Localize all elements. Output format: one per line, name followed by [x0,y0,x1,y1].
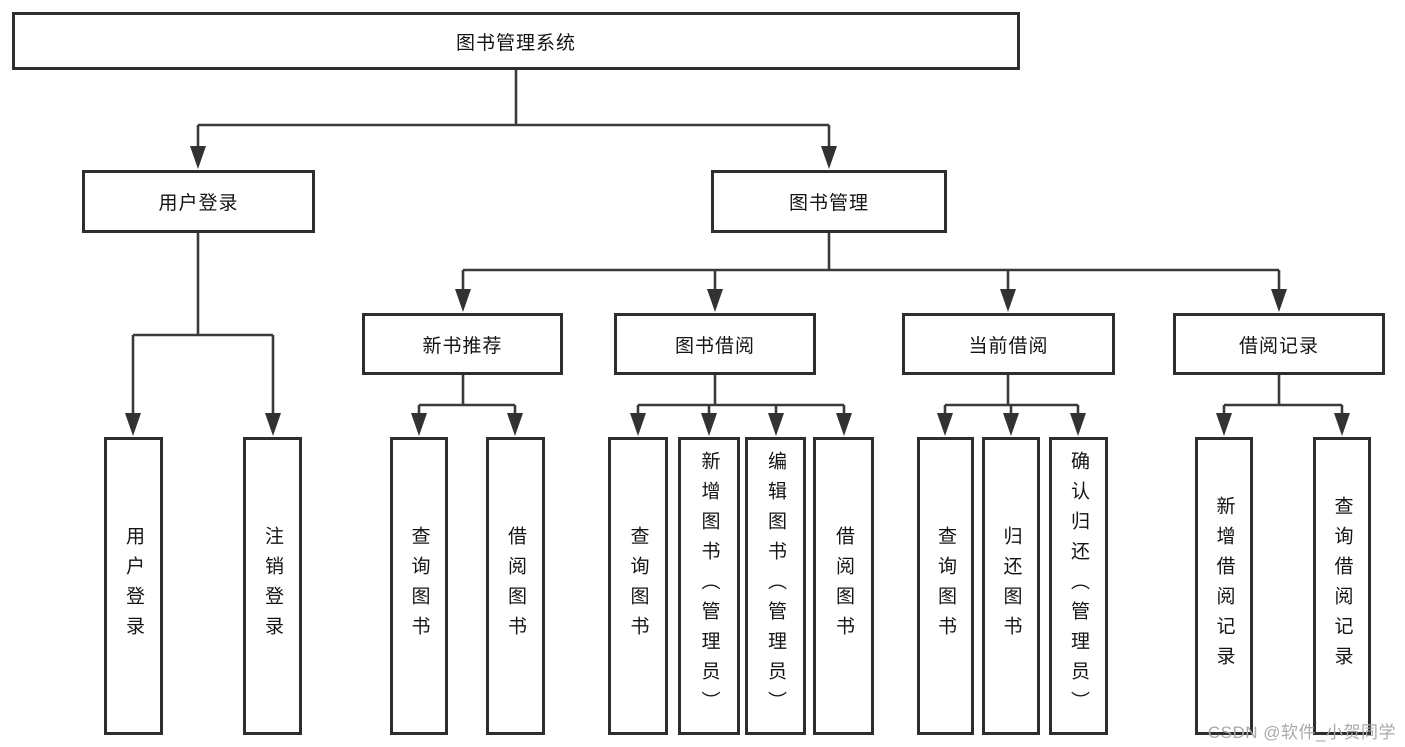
node-book-management: 图书管理 [711,170,947,233]
leaf-query-books-current: 查询图书 [917,437,974,735]
leaf-add-book-admin: 新增图书（管理员） [678,437,740,735]
csdn-watermark: CSDN @软件_小贺同学 [1207,723,1396,742]
leaf-borrow-books-recommend: 借阅图书 [486,437,545,735]
node-book-borrow: 图书借阅 [614,313,816,375]
leaf-logout: 注销登录 [243,437,302,735]
connector-paths [131,70,1344,418]
node-user-login: 用户登录 [82,170,315,233]
node-root-system: 图书管理系统 [12,12,1020,70]
leaf-query-books-borrow: 查询图书 [608,437,668,735]
leaf-borrow-books-borrow: 借阅图书 [813,437,874,735]
leaf-query-books-recommend: 查询图书 [390,437,448,735]
leaf-add-borrow-record: 新增借阅记录 [1195,437,1253,735]
node-new-book-recommend: 新书推荐 [362,313,563,375]
node-borrow-records: 借阅记录 [1173,313,1385,375]
leaf-edit-book-admin: 编辑图书（管理员） [745,437,806,735]
leaf-return-books: 归还图书 [982,437,1040,735]
leaf-confirm-return-admin: 确认归还（管理员） [1049,437,1108,735]
node-current-borrow: 当前借阅 [902,313,1115,375]
arrowheads [125,146,1350,436]
leaf-user-login: 用户登录 [104,437,163,735]
leaf-query-borrow-record: 查询借阅记录 [1313,437,1371,735]
